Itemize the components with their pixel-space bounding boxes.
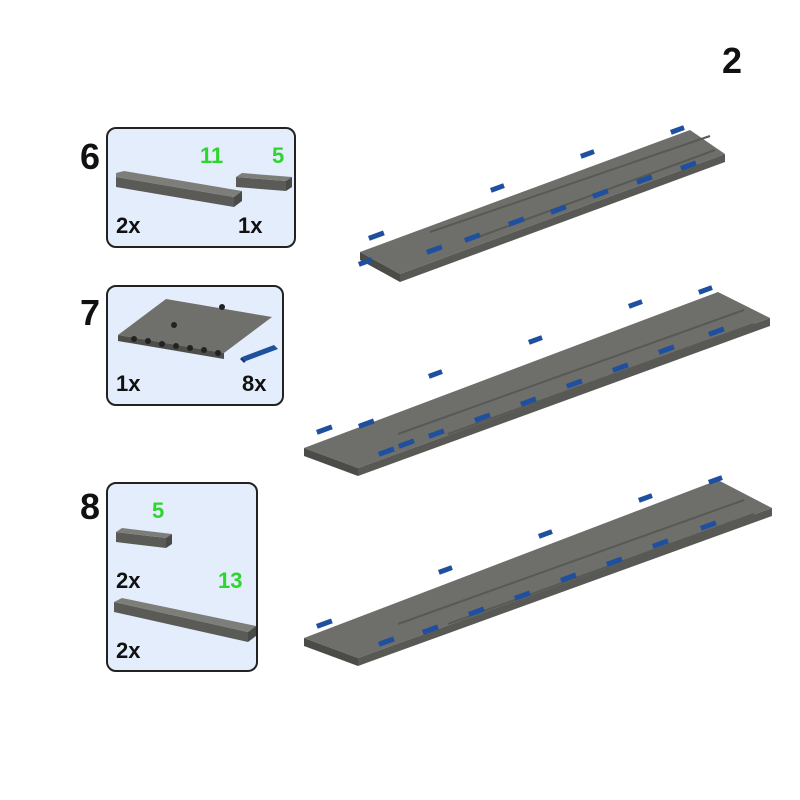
beam-13-quantity: 2x [116,638,141,663]
page-number: 2 [722,40,743,81]
beam-5-length-label: 5 [152,498,165,523]
beam-13-length-label: 13 [218,568,243,593]
step-7-parts-callout: 1x 8x [106,285,284,406]
panel-7-quantity: 1x [116,371,141,396]
beam-5-quantity: 2x [116,568,141,593]
beam-5-length-label: 5 [272,143,285,168]
panel-7-part [118,299,272,359]
blue-axle-pin-quantity: 8x [242,371,267,396]
beam-5-part [236,173,292,191]
step-7-number: 7 [80,292,101,333]
step-7-assembly [304,285,770,476]
step-6-assembly [358,125,725,282]
step-8-assembly [304,475,772,666]
step-6-number: 6 [80,136,101,177]
blue-axle-pin-part [240,345,278,363]
beam-5-part [116,528,172,548]
step-8-number: 8 [80,486,101,527]
step-8-parts-callout: 5 2x 13 2x [106,482,258,672]
beam-5-quantity: 1x [238,213,263,238]
beam-11-quantity: 2x [116,213,141,238]
step-6-parts-callout: 11 5 2x 1x [106,127,296,248]
beam-11-length-label: 11 [200,143,224,168]
beam-13-part [114,598,256,642]
beam-11-part [116,171,242,207]
